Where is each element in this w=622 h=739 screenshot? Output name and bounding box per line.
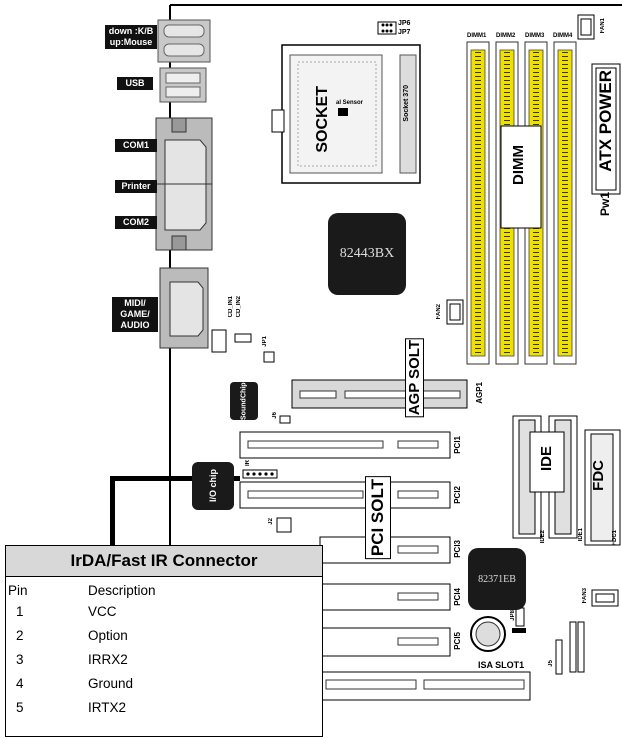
fan1-header [577, 14, 595, 40]
ir-header [242, 469, 278, 479]
jp8-jumper [515, 607, 525, 627]
fan3-label: FAN3 [582, 588, 588, 604]
pin-cell: 3 [16, 652, 24, 667]
dimm-slots [466, 41, 577, 365]
fan2-header [446, 299, 464, 325]
j6-label: J6 [272, 412, 278, 419]
isa-slot1-label: ISA SLOT1 [478, 660, 525, 670]
sound-chip-label-2: Chip [240, 382, 248, 398]
northbridge-chip: 82443BX [328, 213, 406, 295]
serial-parallel-connector [155, 117, 213, 251]
front-panel-header [555, 621, 585, 675]
pci2-label: PCI2 [453, 486, 462, 504]
ide2-label: IDE2 [540, 530, 546, 544]
dimm-label: DIMM [510, 145, 527, 185]
dimm4-label: DIMM4 [553, 33, 573, 39]
isa-slot [319, 671, 531, 701]
fan2-label: FAN2 [436, 304, 442, 320]
atx-power-label: ATX POWER [596, 70, 615, 172]
cpu-socket [271, 44, 421, 184]
io-chip: I/O chip [192, 462, 234, 510]
pin-cell: 1 [16, 604, 24, 619]
table-row: 5 IRTX2 [6, 697, 322, 721]
socket-label: SOCKET [314, 86, 331, 153]
table-row: 3 IRRX2 [6, 649, 322, 673]
fan3-header [591, 589, 619, 607]
pin-cell: 5 [16, 700, 24, 715]
pci5-label: PCI5 [453, 632, 462, 650]
j2-header [276, 517, 292, 533]
jp6-label: JP6 [398, 20, 411, 27]
ir-leader-line-down [110, 476, 115, 546]
printer-label: Printer [115, 180, 157, 193]
j6-header [279, 415, 291, 424]
socket-370-label: Socket 370 [403, 85, 410, 122]
io-chip-label: I/O chip [208, 469, 218, 503]
pci3-label: PCI3 [453, 540, 462, 558]
cmos-battery [470, 616, 526, 652]
j5-label: J5 [548, 660, 554, 667]
fdc-label: FDC [590, 460, 607, 491]
sound-chip-label-1: Sound [240, 397, 248, 420]
jp1-label: JP1 [262, 336, 268, 347]
agp-solt-label: AGP SOLT [405, 338, 424, 418]
game-audio-connector [159, 267, 209, 349]
ps2-connector [157, 19, 211, 63]
jp8-label: JP8 [510, 610, 516, 621]
ide-label: IDE [538, 446, 555, 472]
usb-connector [159, 67, 207, 103]
ide1-label: IDE1 [578, 528, 584, 542]
dimm3-label: DIMM3 [525, 33, 545, 39]
pci1-label: PCI1 [453, 436, 462, 454]
pw1-label: Pw1 [598, 192, 612, 217]
irda-connector-table: IrDA/Fast IR Connector Pin Description 1… [5, 545, 323, 737]
ir-leader-line [110, 476, 240, 481]
description-cell: VCC [88, 604, 117, 619]
fdc1-label: FDC1 [612, 530, 618, 546]
table-row: 2 Option [6, 625, 322, 649]
kb-mouse-label: down :K/B up:Mouse [105, 25, 157, 49]
southbridge-label: 82371EB [478, 573, 516, 585]
atx-power-connector [591, 63, 621, 195]
pci-solt-label: PCI SOLT [365, 476, 391, 560]
cd-in2-label: CD_IN2 [236, 296, 242, 318]
midi-game-audio-label: MIDI/ GAME/ AUDIO [112, 297, 158, 332]
agp-slot [291, 379, 468, 409]
usb-label: USB [117, 77, 153, 90]
pin-cell: 4 [16, 676, 24, 691]
description-cell: Ground [88, 676, 134, 691]
thermal-sensor-label: al Sensor [336, 100, 364, 106]
table-row: 1 VCC [6, 601, 322, 625]
southbridge-chip: 82371EB [468, 548, 526, 610]
agp1-label: AGP1 [475, 382, 484, 404]
pin-cell: 2 [16, 628, 24, 643]
dimm1-label: DIMM1 [467, 33, 487, 39]
description-column-header: Description [88, 583, 156, 598]
description-cell: Option [88, 628, 128, 643]
fdc-connector [584, 429, 621, 546]
com1-label: COM1 [115, 139, 157, 152]
com2-label: COM2 [115, 216, 157, 229]
j2-label: J2 [268, 518, 274, 525]
cd-in1-label: CD_IN1 [228, 296, 234, 318]
table-row: 4 Ground [6, 673, 322, 697]
ir-label: IR [245, 460, 251, 466]
irda-table-title: IrDA/Fast IR Connector [6, 546, 322, 577]
jp7-label: JP7 [398, 29, 411, 36]
sound-chip: Sound Chip [230, 382, 258, 420]
irda-table-header: Pin Description [6, 577, 322, 601]
northbridge-label: 82443BX [339, 246, 395, 261]
cd-in-headers [211, 329, 275, 363]
pci4-label: PCI4 [453, 588, 462, 606]
fan1-label: FAN1 [600, 18, 606, 34]
description-cell: IRTX2 [88, 700, 127, 715]
pin-column-header: Pin [8, 583, 28, 598]
ide-connectors [512, 415, 578, 539]
description-cell: IRRX2 [88, 652, 128, 667]
jp6-jp7-jumpers [377, 21, 397, 35]
dimm2-label: DIMM2 [496, 33, 516, 39]
